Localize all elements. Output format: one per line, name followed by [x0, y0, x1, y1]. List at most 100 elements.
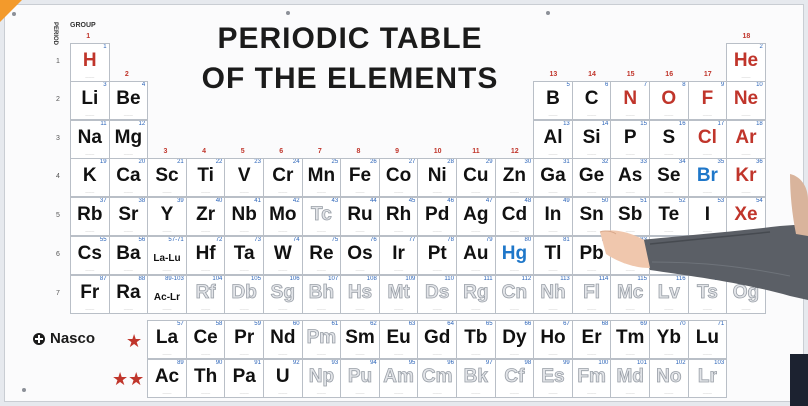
atomic-number: 11: [100, 121, 107, 127]
atomic-number: 21: [177, 159, 184, 165]
element-fineprint: ———: [548, 391, 558, 395]
element-fineprint: ———: [394, 190, 404, 194]
element-symbol: Ts: [697, 282, 719, 303]
atomic-number: 67: [563, 321, 570, 327]
atomic-number: 10: [756, 82, 763, 88]
atomic-number: 76: [370, 237, 377, 243]
element-fineprint: ———: [625, 352, 635, 356]
element-symbol: Cm: [421, 366, 453, 387]
atomic-number: 116: [676, 276, 686, 282]
element-symbol: Sg: [270, 282, 295, 303]
element-symbol: O: [661, 88, 677, 109]
element-symbol: Nh: [540, 282, 566, 303]
element-fineprint: ———: [278, 229, 288, 233]
atomic-number: 29: [485, 159, 493, 165]
element-fineprint: ———: [432, 229, 442, 233]
atomic-number: 97: [485, 360, 493, 366]
atomic-number: 100: [598, 360, 609, 366]
atomic-number: 89-103: [165, 276, 184, 282]
element-symbol: Br: [696, 165, 718, 186]
element-symbol: Tc: [311, 204, 333, 225]
group-number: 12: [510, 148, 519, 155]
element-fineprint: ———: [471, 190, 481, 194]
element-symbol: Md: [616, 366, 644, 387]
group-number: 5: [240, 148, 245, 155]
element-symbol: Cl: [697, 127, 717, 148]
atomic-number: 27: [408, 159, 416, 165]
element-symbol: Ti: [197, 165, 214, 186]
atomic-number: 59: [254, 321, 261, 327]
actinide-star-icon: ★★: [112, 369, 145, 389]
corner-accent: [0, 0, 22, 22]
element-symbol: As: [618, 165, 643, 186]
element-fineprint: ———: [316, 391, 326, 395]
atomic-number: 66: [524, 321, 532, 327]
element-symbol: La-Lu: [153, 253, 181, 264]
atomic-number: 48: [524, 198, 532, 204]
element-symbol: Na: [77, 127, 102, 148]
atomic-number: 2: [759, 44, 763, 50]
element-fineprint: ———: [625, 113, 635, 117]
element-symbol: Ho: [540, 327, 566, 348]
atomic-number: 101: [636, 360, 647, 366]
element-symbol: Ba: [116, 243, 141, 264]
element-symbol: Rb: [77, 204, 103, 225]
element-symbol: Hf: [195, 243, 216, 264]
element-fineprint: ———: [587, 307, 597, 311]
element-symbol: Re: [309, 243, 334, 264]
group-number: 11: [472, 148, 480, 155]
atomic-number: 4: [141, 82, 146, 88]
element-symbol: Pa: [232, 366, 256, 387]
element-symbol: Np: [308, 366, 335, 387]
element-fineprint: ———: [625, 391, 635, 395]
atomic-number: 73: [254, 237, 261, 243]
element-fineprint: ———: [625, 152, 635, 156]
atomic-number: 60: [292, 321, 300, 327]
element-fineprint: ———: [741, 113, 751, 117]
element-fineprint: ———: [394, 307, 404, 311]
element-fineprint: ———: [355, 190, 365, 194]
element-fineprint: ———: [278, 190, 288, 194]
element-symbol: Ce: [193, 327, 218, 348]
atomic-number: 3: [103, 82, 107, 88]
element-fineprint: ———: [702, 152, 712, 156]
element-symbol: Ca: [116, 165, 141, 186]
atomic-number: 35: [717, 159, 725, 165]
element-symbol: Te: [658, 204, 680, 225]
element-fineprint: ———: [741, 75, 751, 79]
element-symbol: Am: [383, 366, 414, 387]
atomic-number: 36: [756, 159, 763, 165]
element-symbol: Fm: [577, 366, 606, 387]
element-symbol: Tm: [615, 327, 645, 348]
atomic-number: 13: [563, 121, 570, 127]
atomic-number: 14: [601, 121, 609, 127]
period-number: 2: [56, 96, 60, 103]
element-symbol: Mg: [114, 127, 143, 148]
element-symbol: Os: [347, 243, 373, 264]
element-fineprint: ———: [316, 352, 326, 356]
atomic-number: 63: [408, 321, 416, 327]
period-number: 4: [56, 173, 60, 180]
atomic-number: 68: [601, 321, 609, 327]
atomic-number: 89: [177, 360, 184, 366]
atomic-number: 102: [675, 360, 686, 366]
element-symbol: Rg: [463, 282, 489, 303]
element-symbol: No: [656, 366, 682, 387]
atomic-number: 43: [331, 198, 339, 204]
period-label: PERIOD: [52, 22, 58, 46]
